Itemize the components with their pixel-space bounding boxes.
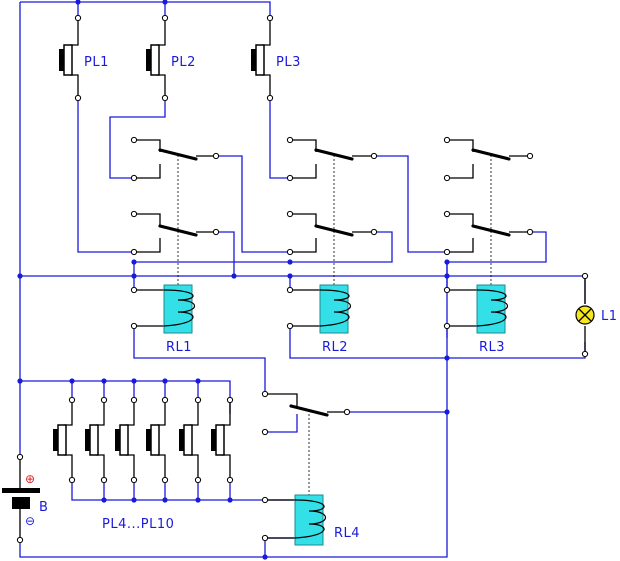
relay-coil-rl1 — [130, 284, 196, 334]
push-button-pl7 — [146, 396, 169, 484]
relay-contacts-rl2 — [286, 136, 378, 256]
push-button-pl8 — [179, 396, 202, 484]
label-pl3: PL3 — [276, 55, 301, 70]
relay-coil-rl4 — [261, 494, 327, 546]
relay-coil-rl2 — [286, 284, 352, 334]
label-lamp: L1 — [601, 309, 618, 324]
wiring — [19, 1, 586, 558]
battery-b — [2, 453, 40, 544]
relay-coil-rl3 — [443, 284, 509, 334]
relay-linkages — [177, 155, 492, 496]
label-pl1: PL1 — [84, 55, 109, 70]
push-button-pl5 — [85, 396, 108, 484]
label-pl2: PL2 — [171, 55, 196, 70]
relay-contacts-rl3 — [443, 136, 534, 256]
push-button-pl3 — [251, 14, 274, 102]
label-pl-group: PL4...PL10 — [102, 517, 174, 532]
relay-contacts-rl1 — [130, 136, 220, 256]
junction-dots — [17, 0, 450, 560]
minus-sign: ⊖ — [25, 514, 35, 528]
lamp-l1 — [575, 272, 595, 358]
push-button-pl6 — [115, 396, 138, 484]
label-battery: B — [39, 500, 48, 515]
labels: PL1 PL2 PL3 RL1 RL2 RL3 RL4 L1 PL4...PL1… — [25, 55, 618, 541]
plus-sign: ⊕ — [25, 472, 35, 486]
push-button-group-pl4-pl10 — [53, 396, 234, 484]
relay-contacts-rl4 — [261, 390, 351, 436]
label-rl3: RL3 — [479, 340, 505, 355]
push-button-pl2 — [146, 14, 169, 102]
push-button-pl9 — [211, 396, 234, 484]
push-button-pl4 — [53, 396, 76, 484]
label-rl1: RL1 — [166, 340, 192, 355]
push-button-pl1 — [59, 14, 82, 102]
label-rl4: RL4 — [334, 526, 360, 541]
label-rl2: RL2 — [322, 340, 348, 355]
